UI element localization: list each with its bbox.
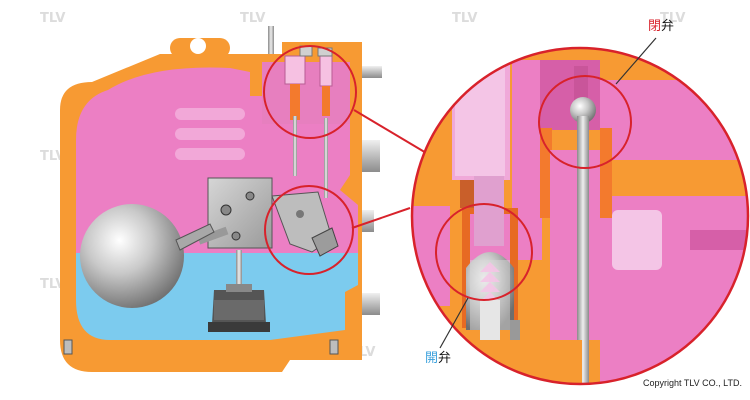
lifting-eye bbox=[170, 38, 230, 58]
zoom-callout-open-valve bbox=[435, 203, 533, 301]
watermark-text: TLV bbox=[40, 149, 65, 164]
copyright-text: Copyright TLV CO., LTD. bbox=[642, 378, 742, 388]
valve-zoom-view bbox=[410, 37, 750, 386]
watermark-text: TLV bbox=[240, 11, 265, 26]
valve-open-label: 開弁 bbox=[425, 351, 451, 367]
watermark-text: TLV bbox=[660, 11, 685, 26]
float-ball bbox=[80, 204, 184, 308]
zoom-circle-border bbox=[410, 46, 750, 386]
body-ribs bbox=[175, 108, 245, 160]
callout-circle-close-valve bbox=[263, 45, 357, 139]
watermark-text: TLV bbox=[452, 11, 477, 26]
valve-close-char2: 弁 bbox=[661, 19, 675, 34]
leader-line-open-valve bbox=[439, 297, 469, 349]
valve-open-char2: 弁 bbox=[438, 351, 452, 366]
float-arm bbox=[175, 223, 215, 251]
valve-head-assembly bbox=[262, 45, 360, 198]
valve-open-char1: 開 bbox=[425, 351, 439, 366]
body-bolts bbox=[63, 339, 339, 355]
watermark-text: TLV bbox=[40, 277, 65, 292]
bellows-unit bbox=[208, 250, 270, 332]
watermark-text: TLV bbox=[40, 11, 65, 26]
valve-close-label: 閉弁 bbox=[648, 19, 674, 35]
zoom-callout-close-valve bbox=[538, 75, 632, 169]
valve-close-char1: 閉 bbox=[648, 19, 662, 34]
callout-circle-open-valve bbox=[264, 185, 354, 275]
pump-trap-body bbox=[60, 26, 382, 372]
snap-action-mechanism bbox=[197, 177, 339, 257]
leader-line-close-valve bbox=[615, 37, 657, 85]
